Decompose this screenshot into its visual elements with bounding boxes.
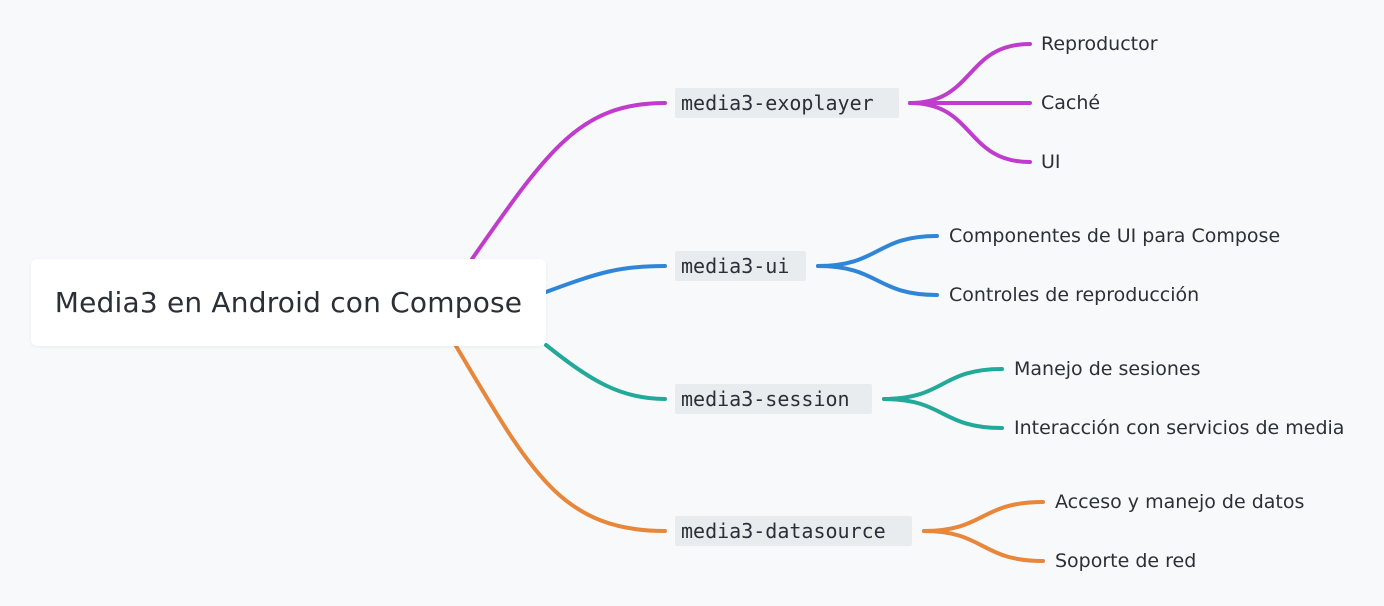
branch-node-datasource[interactable]: media3-datasource bbox=[675, 516, 912, 546]
branch-node-label: media3-session bbox=[681, 387, 850, 411]
link-root-datasource bbox=[454, 344, 667, 533]
leaf-node-soporte-red[interactable]: Soporte de red bbox=[1055, 549, 1196, 573]
branch-node-exoplayer[interactable]: media3-exoplayer bbox=[675, 88, 899, 118]
leaf-node-label: Controles de reproducción bbox=[949, 284, 1200, 306]
leaf-node-label: Interacción con servicios de media bbox=[1014, 417, 1345, 439]
leaf-node-manejo-sesiones[interactable]: Manejo de sesiones bbox=[1014, 357, 1201, 381]
link-datasource-acceso bbox=[922, 500, 1045, 533]
link-ui-componentes bbox=[816, 234, 939, 268]
link-datasource-soporte bbox=[922, 529, 1045, 563]
leaf-node-componentes-ui[interactable]: Componentes de UI para Compose bbox=[949, 224, 1280, 248]
link-exoplayer-ui bbox=[908, 101, 1032, 164]
leaf-node-acceso-datos[interactable]: Acceso y manejo de datos bbox=[1055, 490, 1304, 514]
branch-node-label: media3-exoplayer bbox=[681, 91, 874, 115]
branch-node-ui[interactable]: media3-ui bbox=[675, 251, 806, 281]
leaf-node-reproductor[interactable]: Reproductor bbox=[1041, 32, 1158, 56]
leaf-node-label: Reproductor bbox=[1041, 33, 1158, 55]
link-root-ui bbox=[544, 264, 667, 294]
leaf-node-label: Acceso y manejo de datos bbox=[1055, 491, 1305, 513]
link-ui-controles bbox=[816, 264, 939, 297]
leaf-node-label: Soporte de red bbox=[1055, 550, 1197, 572]
leaf-node-label: Manejo de sesiones bbox=[1014, 358, 1201, 380]
leaf-node-label: Componentes de UI para Compose bbox=[949, 225, 1281, 247]
link-session-manejo bbox=[882, 367, 1004, 401]
root-node-label: Media3 en Android con Compose bbox=[54, 286, 523, 319]
leaf-node-interaccion[interactable]: Interacción con servicios de media bbox=[1014, 416, 1344, 440]
leaf-node-ui[interactable]: UI bbox=[1041, 150, 1061, 174]
leaf-node-controles[interactable]: Controles de reproducción bbox=[949, 283, 1199, 307]
leaf-node-label: Caché bbox=[1041, 92, 1101, 114]
branch-node-session[interactable]: media3-session bbox=[675, 384, 872, 414]
link-exoplayer-reproductor bbox=[908, 42, 1032, 105]
link-root-exoplayer bbox=[470, 101, 667, 261]
leaf-node-label: UI bbox=[1041, 151, 1061, 173]
leaf-node-cache[interactable]: Caché bbox=[1041, 91, 1100, 115]
link-session-interaccion bbox=[882, 397, 1004, 430]
link-root-session bbox=[544, 343, 667, 401]
branch-node-label: media3-ui bbox=[681, 254, 790, 278]
branch-node-label: media3-datasource bbox=[681, 519, 886, 543]
root-node[interactable]: Media3 en Android con Compose bbox=[31, 259, 546, 346]
